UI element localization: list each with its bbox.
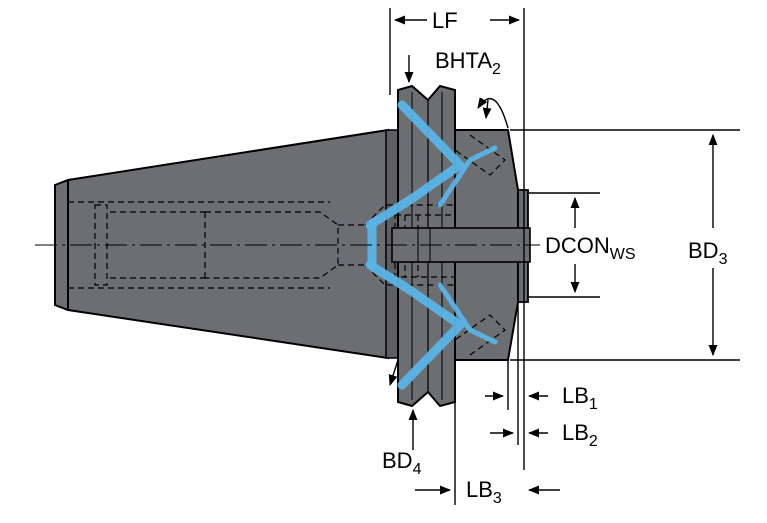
taper-shank: [54, 128, 399, 360]
dcon-ws-label: DCONWS: [545, 233, 636, 263]
bd3-label: BD3: [688, 238, 728, 268]
lb3-label: LB3: [466, 477, 502, 507]
lb2-label: LB2: [562, 420, 598, 450]
dimension-lb2: LB2: [490, 302, 598, 450]
bd4-label: BD4: [382, 448, 422, 478]
dimension-lb1: LB1: [485, 360, 598, 413]
flange-pointer-arrow: [388, 359, 399, 387]
dimension-bhta2: BHTA2: [404, 48, 509, 129]
dimension-lf: LF: [389, 8, 525, 470]
dimension-dcon-ws: DCONWS: [528, 192, 636, 298]
dimension-bd3: BD3: [510, 129, 740, 361]
lb1-label: LB1: [562, 383, 598, 413]
bhta2-label: BHTA2: [435, 48, 501, 78]
dimension-bd4: BD4: [382, 408, 422, 478]
lf-label: LF: [432, 8, 458, 33]
dimension-lb3: LB3: [415, 402, 560, 507]
